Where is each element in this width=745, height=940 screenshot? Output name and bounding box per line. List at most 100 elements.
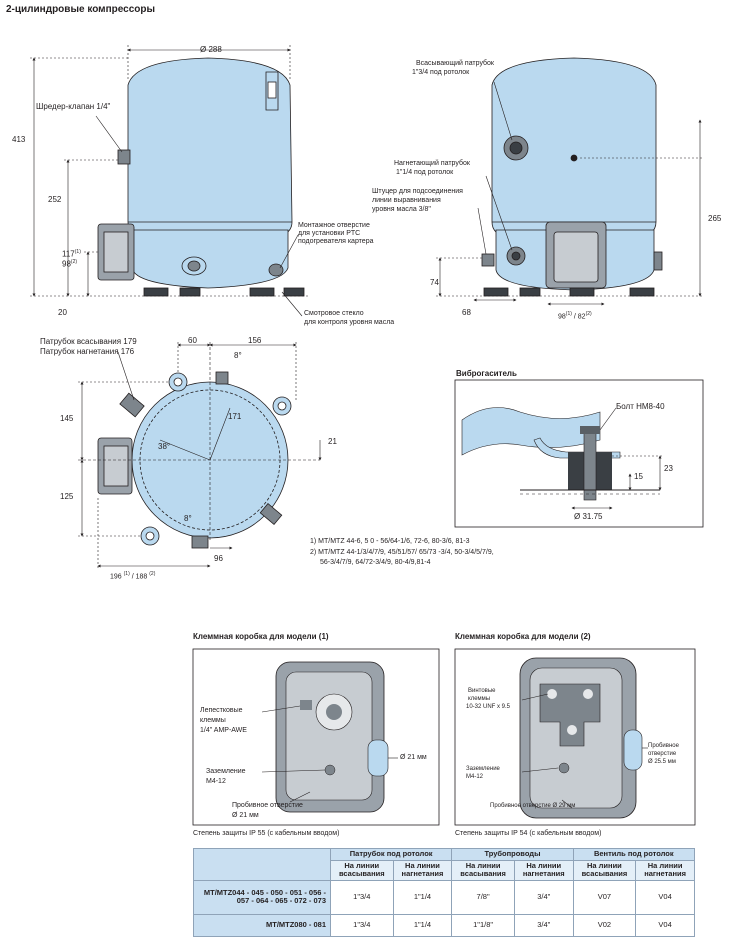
terminal-box-1-title: Клеммная коробка для модели (1) xyxy=(193,632,329,641)
top-dim-196-188: 196 (1) / 188 (2) xyxy=(110,571,156,581)
box2-ground-label-2: M4-12 xyxy=(466,774,484,780)
side-dim-98-82: 98(1) / 82(2) xyxy=(558,311,592,321)
top-dim-96: 96 xyxy=(214,554,223,563)
front-dimension-lines xyxy=(30,45,310,317)
table-sub-header: На линии нагнетания xyxy=(513,859,574,881)
box2-screw-label-1: Винтовые xyxy=(468,688,496,694)
terminal-box-1-diagram xyxy=(192,648,440,826)
table-cell: 1"1/4 xyxy=(392,879,453,915)
box2-knockout-label-1: Пробивное xyxy=(648,743,679,749)
table-sub-header: На линии всасывания xyxy=(330,859,394,881)
top-dim-156: 156 xyxy=(248,336,262,345)
box2-screw-label-3: 10-32 UNF x 9.5 xyxy=(466,704,511,710)
side-dim-74: 74 xyxy=(430,278,439,287)
suction-fitting-label-2: 1"3/4 под ротолок xyxy=(412,69,470,76)
spec-table: Патрубок под ротолок Трубопроводы Вентил… xyxy=(193,848,696,937)
damper-diagram xyxy=(454,379,704,528)
note-2b: 56-3/4/7/9, 64/72-3/4/9, 80-4/9,81-4 xyxy=(320,559,431,566)
table-cell: V02 xyxy=(572,913,637,937)
side-dimension-lines xyxy=(436,81,704,306)
top-dimension-lines xyxy=(78,342,322,570)
sight-glass-label-2: для контроля уровня масла xyxy=(304,319,395,326)
box2-knockout-bottom: Пробивное отверстие Ø 29 мм xyxy=(490,803,576,809)
top-dim-60: 60 xyxy=(188,336,197,345)
table-sub-header: На линии нагнетания xyxy=(635,859,695,881)
box1-tabs-label-2: клеммы xyxy=(200,717,226,724)
table-row-model: MT/MTZ044 - 045 - 050 - 051 - 056 - 057 … xyxy=(193,879,331,915)
table-cell: V04 xyxy=(635,879,695,915)
top-dim-8-upper: 8° xyxy=(234,351,242,360)
suction-pipe-label: Патрубок всасывания 179 xyxy=(40,337,137,346)
table-sub-header: На линии всасывания xyxy=(451,859,515,881)
table-cell: 1"1/8" xyxy=(451,913,515,937)
terminal-box-2-diagram xyxy=(454,648,696,826)
top-dim-171: 171 xyxy=(228,412,242,421)
table-cell: 1"3/4 xyxy=(330,879,394,915)
oil-equalization-label-3: уровня масла 3/8" xyxy=(372,206,431,213)
damper-dim-diameter: Ø 31.75 xyxy=(574,512,603,521)
ptc-hole-label-3: подогревателя картера xyxy=(298,238,374,245)
ptc-hole-label-2: для установки PTC xyxy=(298,230,361,237)
front-dim-252: 252 xyxy=(48,195,62,204)
bolt-label: Болт HM8-40 xyxy=(616,402,665,411)
table-group-valves: Вентиль под ротолок xyxy=(572,848,696,861)
top-dim-38: 38° xyxy=(158,442,171,451)
page-title: 2-цилиндровые компрессоры xyxy=(6,4,156,15)
box2-ground-label-1: Заземление xyxy=(466,766,500,772)
box1-knockout-label-1: Пробивное отверстие xyxy=(232,802,303,809)
top-dim-145: 145 xyxy=(60,414,74,423)
table-group-rotolock: Патрубок под ротолок xyxy=(329,848,453,861)
damper-dim-15: 15 xyxy=(634,472,643,481)
box1-hole-label: Ø 21 мм xyxy=(400,754,427,761)
table-cell: V04 xyxy=(635,913,695,937)
table-row: MT/MTZ080 - 081 1"3/4 1"1/4 1"1/8" 3/4" … xyxy=(193,913,695,937)
table-cell: 1"1/4 xyxy=(392,913,453,937)
top-dim-8-lower: 8° xyxy=(184,514,192,523)
box1-ground-label-2: M4-12 xyxy=(206,778,226,785)
box1-tabs-label-1: Лепестковые xyxy=(200,707,243,714)
box2-knockout-label-2: отверстие xyxy=(648,751,677,757)
table-row: MT/MTZ044 - 045 - 050 - 051 - 056 - 057 … xyxy=(193,879,695,915)
note-2a: 2) MT/MTZ 44-1/3/4/7/9, 45/51/57/ 65/73 … xyxy=(310,549,494,556)
table-cell: 7/8" xyxy=(451,879,515,915)
table-cell: 3/4" xyxy=(513,913,574,937)
discharge-fitting-label-2: 1"1/4 под ротолок xyxy=(396,169,454,176)
box1-protection: Степень защиты IP 55 (с кабельным вводом… xyxy=(193,830,340,837)
sight-glass-label-1: Смотровое стекло xyxy=(304,310,364,317)
side-view-compressor xyxy=(481,57,663,297)
box1-ground-label-1: Заземление xyxy=(206,768,246,775)
box1-knockout-label-2: Ø 21 мм xyxy=(232,812,259,819)
table-sub-header: На линии нагнетания xyxy=(392,859,453,881)
box2-protection: Степень защиты IP 54 (с кабельным вводом… xyxy=(455,830,602,837)
front-dim-width: Ø 288 xyxy=(200,45,222,54)
note-1: 1) MT/MTZ 44-6, 5 0 - 56/64-1/6, 72-6, 8… xyxy=(310,538,470,545)
oil-equalization-label-2: линии выравнивания xyxy=(372,197,441,204)
ptc-hole-label-1: Монтажное отверстие xyxy=(298,222,370,229)
side-dim-68: 68 xyxy=(462,308,471,317)
front-dim-height: 413 xyxy=(12,135,26,144)
damper-dim-23: 23 xyxy=(664,464,673,473)
table-sub-header: На линии всасывания xyxy=(572,859,637,881)
front-dim-20: 20 xyxy=(58,308,67,317)
front-view-compressor xyxy=(97,57,305,297)
discharge-fitting-label-1: Нагнетающий патрубок xyxy=(394,160,470,167)
box1-tabs-label-3: 1/4" AMP-AWE xyxy=(200,727,247,734)
side-dim-265: 265 xyxy=(708,214,722,223)
suction-fitting-label-1: Всасывающий патрубок xyxy=(416,60,494,67)
box2-screw-label-2: клеммы xyxy=(468,696,491,702)
table-row-model: MT/MTZ080 - 081 xyxy=(193,913,331,937)
oil-equalization-label-1: Штуцер для подсоединения xyxy=(372,188,463,195)
table-cell: 3/4" xyxy=(513,879,574,915)
top-view-compressor xyxy=(97,371,292,549)
box2-knockout-label-3: Ø 25.5 мм xyxy=(648,759,676,765)
damper-title: Виброгаситель xyxy=(456,369,517,378)
schrader-valve-label: Шредер-клапан 1/4" xyxy=(36,102,111,111)
discharge-pipe-label: Патрубок нагнетания 176 xyxy=(40,347,135,356)
table-cell: 1"3/4 xyxy=(330,913,394,937)
terminal-box-2-title: Клеммная коробка для модели (2) xyxy=(455,632,591,641)
top-dim-125: 125 xyxy=(60,492,74,501)
table-corner xyxy=(193,848,331,881)
front-dim-98: 98(2) xyxy=(62,259,78,269)
front-dim-117: 117(1) xyxy=(62,249,81,259)
table-cell: V07 xyxy=(572,879,637,915)
